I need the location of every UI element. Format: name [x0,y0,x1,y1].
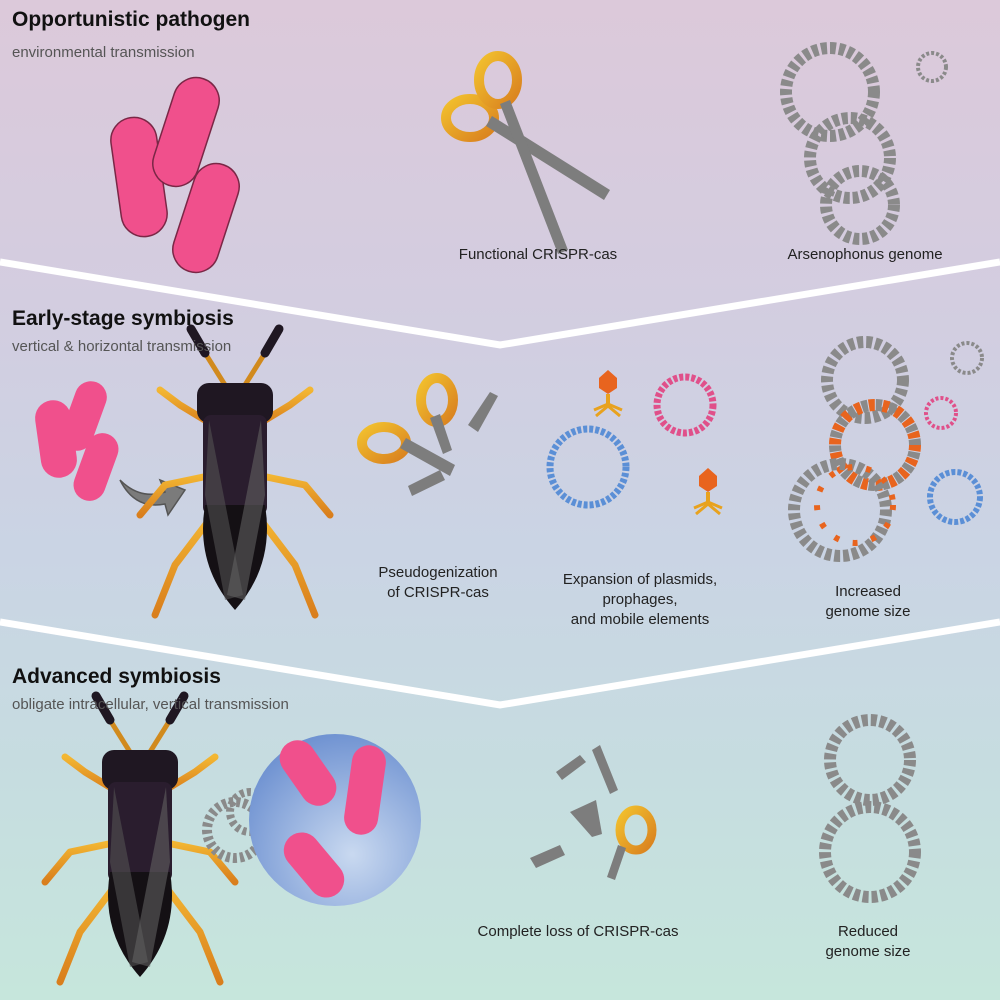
plasmid-icon [916,51,948,83]
plasmid-icon [653,373,717,437]
panel-3-title: Advanced symbiosis [12,665,221,688]
caption-reduced-genome: Reduced genome size [825,923,911,960]
panel-1-subtitle: environmental transmission [12,44,195,61]
caption-pseudogenization: Pseudogenization of CRISPR-cas [378,564,498,601]
broken-scissors-icon [530,745,657,880]
bacteria-icon [35,381,119,501]
genome-icon [819,714,921,903]
caption-complete-loss: Complete loss of CRISPR-cas [477,923,679,940]
caption-expansion: Expansion of plasmids, prophages, and mo… [562,571,718,628]
panel-3-subtitle: obligate intracellular, vertical transmi… [12,696,289,713]
panel-1-title: Opportunistic pathogen [12,8,250,31]
scissors-icon [446,56,610,254]
plasmid-icon [546,425,630,509]
phage-icon [593,370,623,418]
genome-icon [788,336,921,562]
genome-icon [780,42,900,245]
broken-scissors-icon [357,373,498,496]
phage-icon [693,468,723,516]
plasmid-icon [924,396,958,430]
panel-2-subtitle: vertical & horizontal transmission [12,338,232,355]
panel-2-title: Early-stage symbiosis [12,307,234,330]
bacteria-icon [110,76,240,274]
cell-closeup-icon [202,734,421,906]
caption-genome: Arsenophonus genome [787,246,943,263]
plasmid-icon [950,341,984,375]
wasp-icon [140,329,330,615]
caption-increased-genome: Increased genome size [825,583,911,620]
plasmid-icon [927,469,983,525]
caption-functional-crispr: Functional CRISPR-cas [458,246,618,263]
